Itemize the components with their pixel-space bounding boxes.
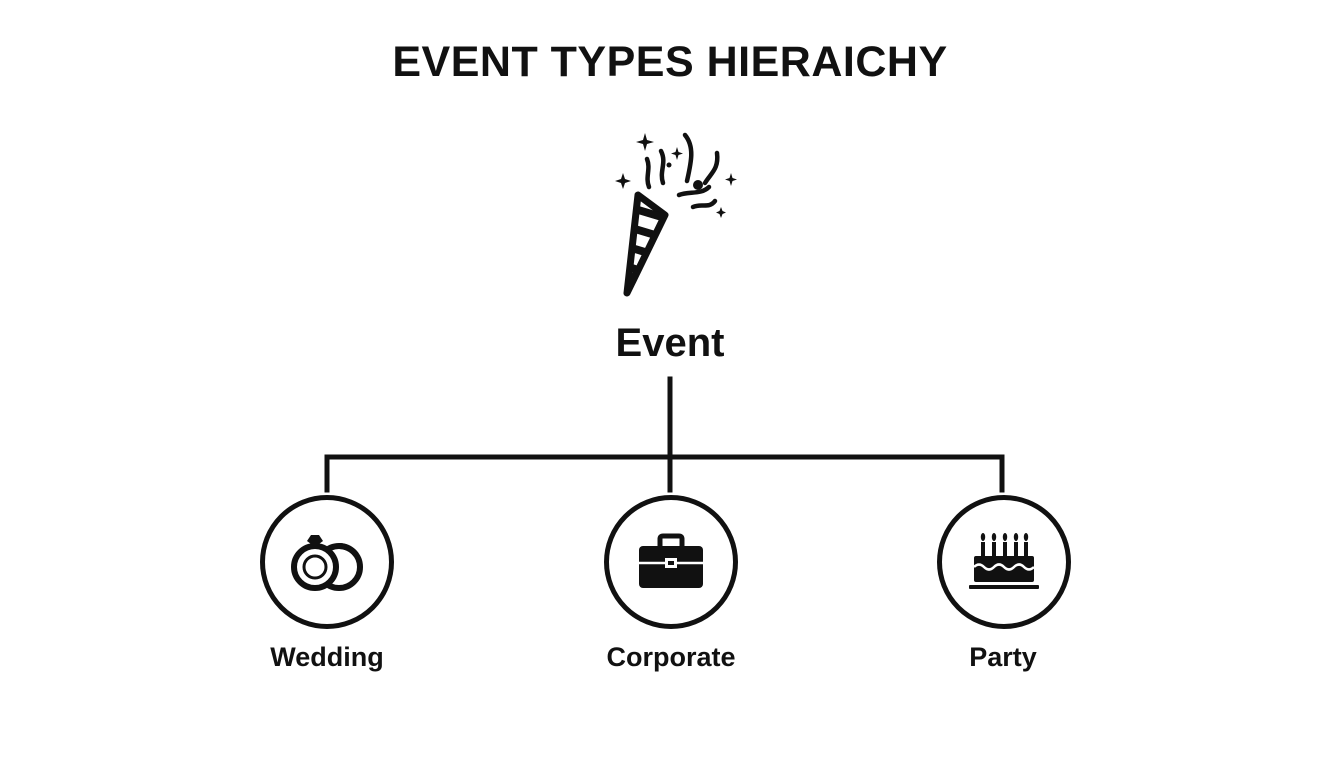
root-node-label: Event — [615, 321, 725, 365]
party-label: Party — [969, 642, 1037, 672]
party-node — [937, 495, 1071, 629]
diagram-title: EVENT TYPES HIERAICHY — [392, 38, 948, 86]
wedding-node — [260, 495, 394, 629]
party-popper-icon — [615, 132, 737, 297]
wedding-rings-icon — [291, 535, 363, 591]
corporate-node — [604, 495, 738, 629]
corporate-label: Corporate — [606, 642, 736, 672]
wedding-label: Wedding — [270, 642, 384, 672]
birthday-cake-icon — [969, 533, 1039, 589]
briefcase-icon — [639, 533, 703, 588]
